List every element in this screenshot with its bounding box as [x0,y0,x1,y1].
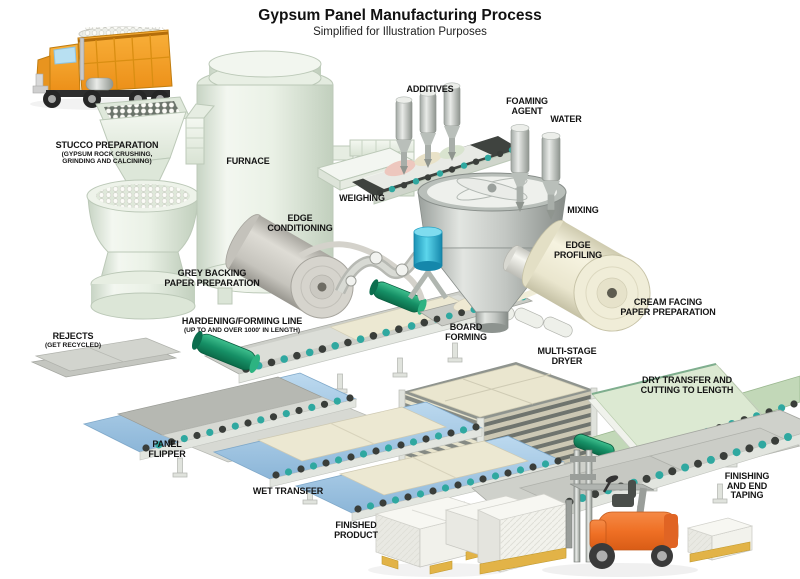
wet-transfer-conveyor-2 [294,435,566,539]
water-bottle [541,132,561,220]
label-foaming-agent: FOAMING AGENT [506,96,548,116]
cyan-dispenser-unit [407,226,449,300]
furnace-duct-left [185,103,215,165]
additive-bottle [395,96,413,175]
weighing-station [316,136,521,205]
mixer-vessel [417,172,567,333]
label-additives: ADDITIVES [406,84,454,94]
cream-facing-paper-roll [521,220,651,332]
label-stucco-preparation: STUCCO PREPARATION(GYPSUM ROCK CRUSHING,… [55,140,159,166]
label-edge-profiling: EDGE PROFILING [553,240,603,260]
panel-stack [686,517,754,563]
rejects-panels [30,337,182,378]
finished-board [648,427,800,475]
finished-product-stacks [368,495,548,577]
label-dry-transfer: DRY TRANSFER AND CUTTING TO LENGTH [640,375,734,395]
label-finishing: FINISHING AND END TAPING [724,471,770,501]
additive-bottles [395,82,461,175]
grey-backing-paper-roll [225,214,354,319]
label-weighing: WEIGHING [339,193,385,203]
additive-bottle [443,82,461,161]
rock-hopper [95,96,191,234]
label-grey-backing-paper: GREY BACKING PAPER PREPARATION [164,268,260,288]
page-title: Gypsum Panel Manufacturing Process [258,7,542,24]
ingredient-piles [384,145,465,177]
roller-chain [142,394,354,452]
additive-bottle [419,89,437,168]
roller-chain [272,423,480,479]
label-panel-flipper: PANEL FLIPPER [148,439,186,459]
label-finished-product: FINISHED PRODUCT [334,520,378,540]
label-water: WATER [550,114,582,124]
label-mixing: MIXING [567,205,599,215]
green-roller [369,279,427,315]
label-board-forming: BOARD FORMING [445,322,487,342]
label-cream-facing-paper: CREAM FACING PAPER PREPARATION [620,297,716,317]
label-wet-transfer: WET TRANSFER [252,486,324,496]
page-subtitle: Simplified for Illustration Purposes [313,26,487,38]
foaming-agent-bottle [510,124,530,212]
carried-panel-stack [476,493,568,575]
label-furnace: FURNACE [226,156,270,166]
roller-chain [354,457,562,513]
panel-flipper-conveyor [82,372,390,478]
seat [612,494,634,507]
label-edge-conditioning: EDGE CONDITIONING [267,213,333,233]
label-hardening-forming-line: HARDENING/FORMING LINE(UP TO AND OVER 10… [181,316,303,334]
steering-wheel [605,475,619,483]
dump-truck [30,26,180,110]
wet-transfer-conveyor-1 [212,401,484,505]
mixer-paddle [456,177,528,201]
label-multi-stage-dryer: MULTI-STAGE DRYER [537,346,597,366]
green-roller [191,330,261,374]
finishing-conveyor [471,409,800,548]
foaming-agent-water-bottles [510,124,561,220]
forklift [476,449,698,577]
label-rejects: REJECTS(GET RECYCLED) [44,331,102,349]
cab-window [53,46,77,65]
grinder-bowl [86,179,200,320]
